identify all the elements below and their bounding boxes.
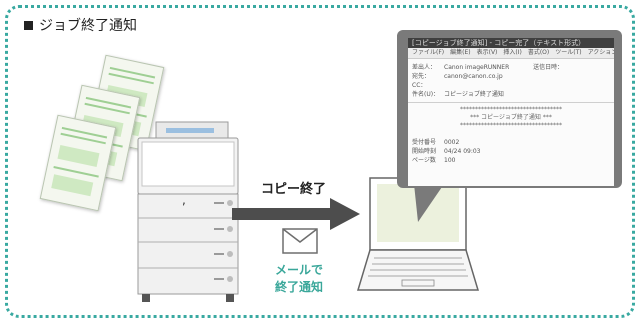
copy-finished-label: コピー終了 — [261, 182, 327, 197]
subject-value: コピージョブ終了通知 — [444, 91, 504, 98]
job-number-key: 受付番号 — [412, 139, 437, 146]
from-key: 差出人： — [412, 64, 437, 71]
subject-key: 件名(U)： — [412, 91, 440, 98]
to-key: 宛先： — [412, 73, 431, 80]
email-to-row: 宛先： canon@canon.co.jp — [408, 72, 614, 81]
from-value: Canon imageRUNNER — [444, 64, 510, 71]
cc-key: CC： — [412, 82, 427, 89]
email-subject-row: 件名(U)： コピージョブ終了通知 — [408, 90, 614, 99]
envelope-icon — [282, 228, 318, 254]
start-time-row: 開始時刻 04/24 09:03 — [408, 147, 614, 156]
to-value: canon@canon.co.jp — [444, 73, 503, 80]
page-count-row: ページ数 100 — [408, 156, 614, 165]
mail-notification-label: メールで 終了通知 — [254, 262, 344, 296]
email-window-title: [コピージョブ終了通知] - コピー完了（テキスト形式） — [408, 38, 614, 48]
job-number-row: 受付番号 0002 — [408, 138, 614, 147]
diagram-title: ジョブ終了通知 — [24, 15, 137, 35]
sent-key: 送信日時： — [533, 64, 564, 71]
mail-label-line2: 終了通知 — [274, 280, 323, 294]
job-number-value: 0002 — [444, 139, 460, 146]
dotted-frame — [5, 5, 635, 318]
mail-label-line1: メールで — [274, 263, 323, 277]
svg-text:,: , — [182, 193, 186, 207]
start-time-key: 開始時刻 — [412, 148, 437, 155]
page-count-value: 100 — [444, 157, 456, 164]
stars-line-2: ********************************** — [460, 122, 562, 129]
copier-illustration: , — [137, 121, 239, 302]
email-window: [コピージョブ終了通知] - コピー完了（テキスト形式） ファイル(F) 編集(… — [408, 38, 614, 186]
arrow-to-pc — [232, 198, 360, 230]
title-square-icon — [24, 20, 33, 30]
email-menu-bar: ファイル(F) 編集(E) 表示(V) 挿入(I) 書式(O) ツール(T) ア… — [408, 48, 614, 59]
page-count-key: ページ数 — [412, 157, 436, 164]
start-time-value: 04/24 09:03 — [444, 148, 481, 155]
body-message-line: *** コピージョブ終了通知 *** — [470, 114, 552, 121]
email-cc-row: CC： — [408, 81, 614, 90]
email-from-row: 差出人： Canon imageRUNNER 送信日時： — [408, 63, 614, 72]
speech-bubble-tail — [414, 184, 444, 222]
stars-line-1: ********************************** — [460, 106, 562, 113]
title-text: ジョブ終了通知 — [39, 18, 137, 34]
